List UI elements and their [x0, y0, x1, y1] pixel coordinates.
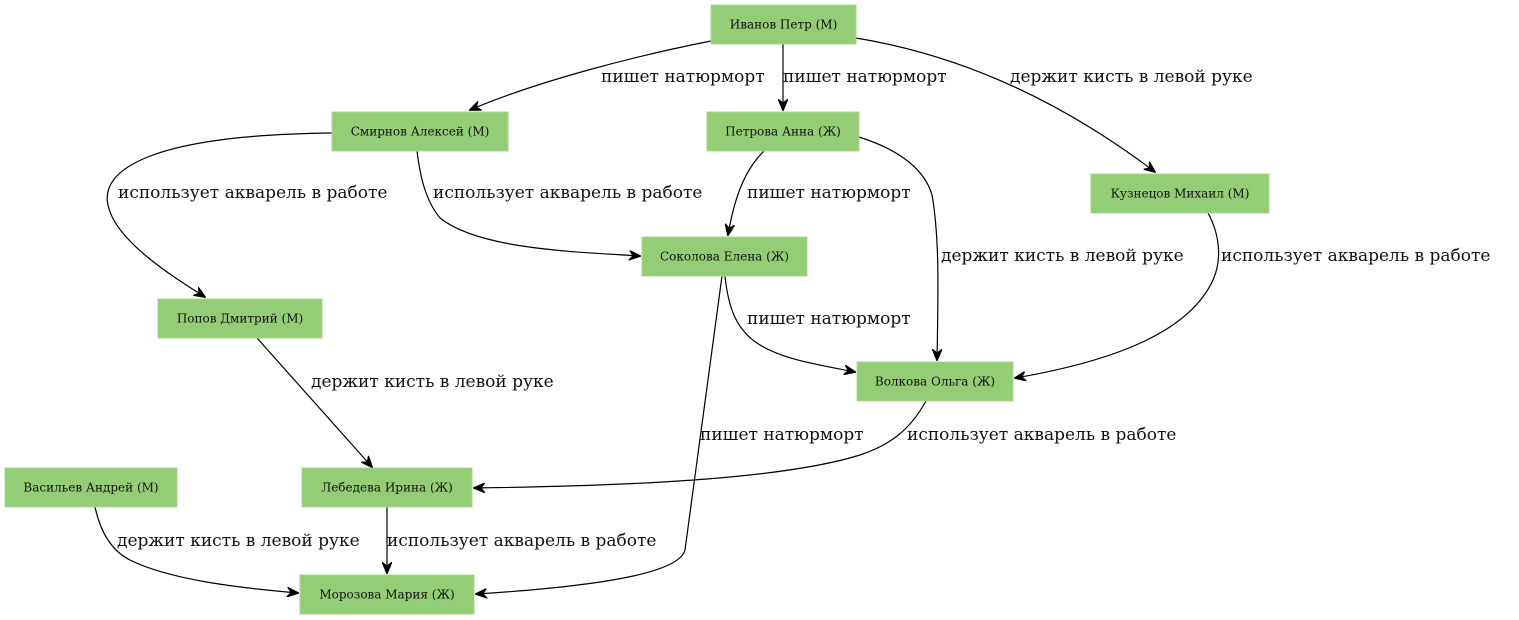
node-kuznetsov[interactable]: Кузнецов Михаил (М) — [1090, 173, 1270, 214]
edge-ivanov-to-kuznetsov — [855, 37, 1155, 172]
node-label: Морозова Мария (Ж) — [319, 588, 454, 602]
node-popov[interactable]: Попов Дмитрий (М) — [157, 298, 323, 339]
edge-label: держит кисть в левой руке — [941, 246, 1184, 266]
node-lebedeva[interactable]: Лебедева Ирина (Ж) — [301, 467, 473, 508]
edge-sokolova-to-volkova — [724, 275, 855, 372]
node-smirnov[interactable]: Смирнов Алексей (М) — [331, 111, 509, 152]
node-sokolova[interactable]: Соколова Елена (Ж) — [641, 236, 808, 277]
edge-label: использует акварель в работе — [387, 531, 656, 551]
edge-label: пишет натюрморт — [747, 183, 911, 203]
edge-ivanov-to-smirnov — [470, 40, 712, 110]
edge-label: использует акварель в работе — [1221, 246, 1490, 266]
node-box[interactable] — [301, 467, 473, 508]
node-petrova[interactable]: Петрова Анна (Ж) — [706, 111, 860, 152]
edge-label: использует акварель в работе — [118, 183, 387, 203]
edge-sokolova-to-morozova — [476, 275, 723, 594]
node-label: Кузнецов Михаил (М) — [1111, 187, 1250, 201]
node-box[interactable] — [710, 4, 857, 45]
edge-petrova-to-volkova — [858, 136, 938, 360]
edge-label: держит кисть в левой руке — [311, 372, 554, 392]
edge-label: пишет натюрморт — [700, 425, 864, 445]
node-label: Васильев Андрей (М) — [23, 481, 158, 495]
node-box[interactable] — [157, 298, 323, 339]
edge-label: пишет натюрморт — [783, 67, 947, 87]
edge-label: использует акварель в работе — [433, 183, 702, 203]
edge-label: пишет натюрморт — [601, 67, 765, 87]
edge-kuznetsov-to-volkova — [1015, 212, 1220, 378]
edge-label: использует акварель в работе — [907, 425, 1176, 445]
node-label: Соколова Елена (Ж) — [660, 250, 789, 264]
node-vasiliev[interactable]: Васильев Андрей (М) — [4, 467, 178, 508]
node-ivanov[interactable]: Иванов Петр (М) — [710, 4, 857, 45]
edge-label: держит кисть в левой руке — [117, 531, 360, 551]
edge-volkova-to-lebedeva — [474, 400, 927, 488]
node-box[interactable] — [1090, 173, 1270, 214]
edge-label: держит кисть в левой руке — [1010, 67, 1253, 87]
edge-popov-to-lebedeva — [256, 337, 372, 467]
node-box[interactable] — [331, 111, 509, 152]
edge-petrova-to-sokolova — [728, 150, 765, 235]
edge-smirnov-to-popov — [106, 132, 333, 297]
node-box[interactable] — [706, 111, 860, 152]
node-label: Петрова Анна (Ж) — [725, 125, 841, 139]
edge-smirnov-to-sokolova — [416, 150, 640, 256]
node-volkova[interactable]: Волкова Ольга (Ж) — [856, 361, 1014, 402]
node-morozova[interactable]: Морозова Мария (Ж) — [299, 574, 475, 615]
node-box[interactable] — [299, 574, 475, 615]
edge-vasiliev-to-morozova — [94, 506, 298, 593]
node-label: Волкова Ольга (Ж) — [875, 375, 995, 389]
node-label: Смирнов Алексей (М) — [351, 125, 490, 139]
node-box[interactable] — [4, 467, 178, 508]
node-label: Лебедева Ирина (Ж) — [321, 481, 453, 495]
node-box[interactable] — [856, 361, 1014, 402]
node-label: Иванов Петр (М) — [730, 18, 838, 32]
node-label: Попов Дмитрий (М) — [177, 312, 303, 326]
node-box[interactable] — [641, 236, 808, 277]
edge-label: пишет натюрморт — [747, 309, 911, 329]
